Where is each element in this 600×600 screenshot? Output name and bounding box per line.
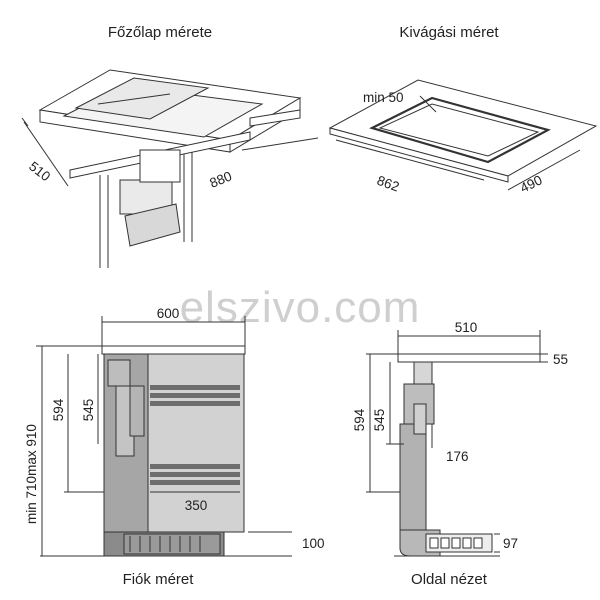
watermark-text: elszivo.com [180, 283, 421, 332]
cutout-drawing [328, 79, 598, 191]
cutout-dim-depth: 490 [518, 172, 545, 195]
drawer-dim-350: 350 [185, 498, 208, 513]
drawer-dim-min: min 710 [24, 476, 39, 524]
hob-panel-title: Főzőlap mérete [108, 24, 212, 41]
side-panel: 510 55 594 545 176 97 Oldal nézet [352, 320, 568, 588]
cutout-dim-width: 862 [375, 173, 401, 195]
hob-drawing [21, 69, 319, 268]
side-dim-545: 545 [372, 409, 387, 432]
hob-panel: Főzőlap mérete 510 [21, 24, 319, 268]
drawer-dim-545: 545 [81, 399, 96, 422]
side-panel-title: Oldal nézet [411, 571, 488, 588]
drawer-panel-title: Fiók méret [123, 571, 195, 588]
side-dim-176: 176 [446, 449, 469, 464]
drawer-dim-594: 594 [51, 398, 66, 421]
side-dim-594: 594 [352, 408, 367, 431]
hob-dim-width: 880 [208, 168, 235, 190]
side-dim-top-width: 510 [455, 320, 478, 335]
cutout-panel: Kivágási méret min 50 862 490 [328, 24, 598, 196]
drawer-dim-100: 100 [302, 536, 325, 551]
drawer-dim-max: max 910 [24, 424, 39, 476]
side-dim-97: 97 [503, 536, 518, 551]
side-drawing [366, 330, 548, 557]
drawer-drawing [36, 316, 292, 557]
cutout-dim-min: min 50 [363, 90, 404, 105]
drawer-dim-top-width: 600 [157, 306, 180, 321]
hob-dim-depth: 510 [26, 159, 53, 185]
cutout-panel-title: Kivágási méret [399, 24, 499, 41]
side-dim-55: 55 [553, 352, 568, 367]
drawer-panel: 600 max 910 min 710 594 545 350 100 Fiók… [24, 306, 325, 588]
